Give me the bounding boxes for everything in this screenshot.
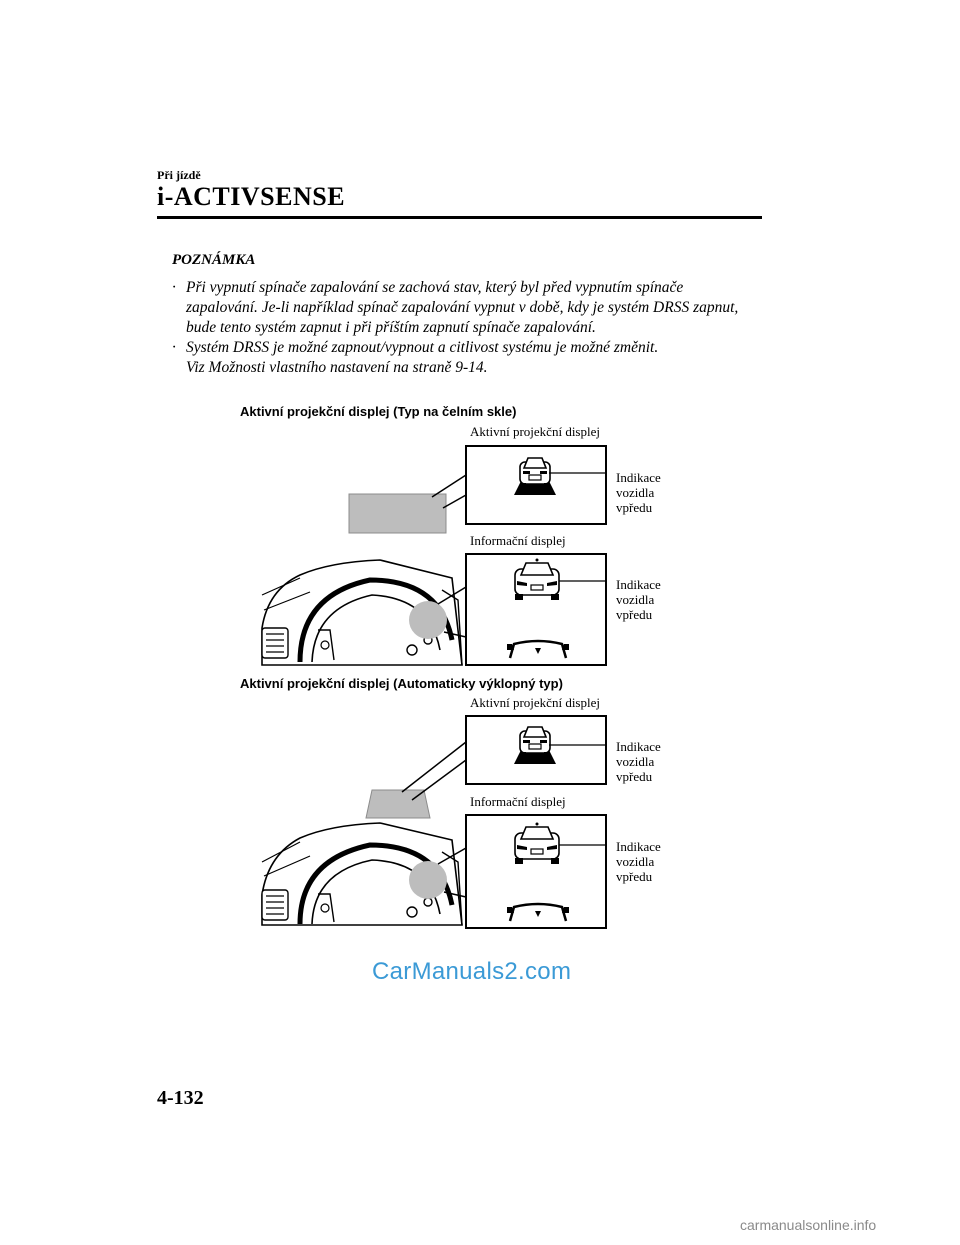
info-display-label: Informační displej	[470, 794, 566, 809]
info-display-highlight	[409, 601, 447, 639]
indicator-label-line: vozidla	[616, 854, 654, 869]
vehicle-ahead-icon	[519, 457, 551, 490]
note-bullet: · Systém DRSS je možné zapnout/vypnout a…	[172, 338, 772, 378]
indicator-label-line: vpředu	[616, 607, 653, 622]
section-title: i-ACTIVSENSE	[157, 182, 346, 211]
bullet-dot: ·	[172, 279, 176, 296]
vehicle-ahead-icon	[519, 726, 551, 759]
figure-caption-retractable: Aktivní projekční displej (Automaticky v…	[240, 676, 563, 691]
indicator-label-line: Indikace	[616, 577, 661, 592]
hud-flipup-panel	[365, 789, 431, 819]
indicator-label-line: Indikace	[616, 739, 661, 754]
watermark: CarManuals2.com	[372, 958, 572, 985]
hud-windshield-area	[348, 493, 447, 534]
note-list: · Při vypnutí spínače zapalování se zach…	[172, 278, 772, 378]
note-bullet: · Při vypnutí spínače zapalování se zach…	[172, 278, 772, 338]
section-kicker: Při jízdě	[157, 168, 201, 182]
hud-label: Aktivní projekční displej	[470, 695, 600, 710]
indicator-label-line: vozidla	[616, 592, 654, 607]
bullet-dot: ·	[172, 339, 176, 356]
indicator-label-line: vozidla	[616, 485, 654, 500]
info-display-label: Informační displej	[470, 533, 566, 548]
indicator-label-line: vozidla	[616, 754, 654, 769]
title-rule	[157, 216, 762, 219]
site-footer-link[interactable]: carmanualsonline.info	[740, 1217, 877, 1233]
info-display-highlight	[409, 861, 447, 899]
hud-label: Aktivní projekční displej	[470, 424, 600, 439]
note-heading: POZNÁMKA	[172, 252, 256, 268]
indicator-label-line: Indikace	[616, 470, 661, 485]
indicator-label-line: vpředu	[616, 769, 653, 784]
indicator-label-line: Indikace	[616, 839, 661, 854]
indicator-label-line: vpředu	[616, 869, 653, 884]
note-text: Při vypnutí spínače zapalování se zachov…	[186, 279, 739, 336]
indicator-label-line: vpředu	[616, 500, 653, 515]
figure-caption-windshield: Aktivní projekční displej (Typ na čelním…	[240, 404, 517, 419]
note-text: Systém DRSS je možné zapnout/vypnout a c…	[186, 339, 659, 376]
page-number: 4-132	[157, 1087, 204, 1109]
